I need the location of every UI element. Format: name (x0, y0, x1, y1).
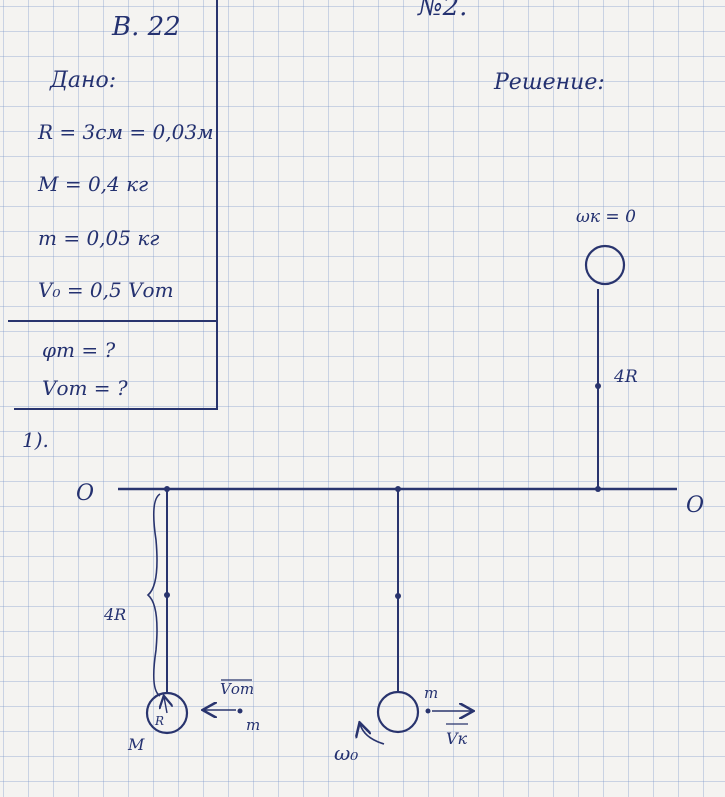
bullet-left (237, 708, 243, 714)
disk-top (584, 244, 626, 286)
length-label-left: 4R (103, 605, 126, 624)
given-divider-horizontal (8, 320, 216, 322)
axis-label-right: O (686, 493, 704, 518)
axis-label-left: O (76, 481, 94, 506)
variant-label: В. 22 (112, 12, 181, 42)
rod-midpoint-left (164, 592, 170, 598)
pivot-right (595, 486, 601, 492)
disk-left (145, 691, 189, 735)
bullet-label-right: m (424, 684, 438, 702)
omega-initial-label: ω₀ (334, 741, 358, 765)
omega-final-label: ωк = 0 (576, 207, 636, 227)
given-item-mass-small: m = 0,05 кг (38, 226, 160, 250)
given-item-mass-big: M = 0,4 кг (38, 172, 149, 196)
bullet-right (425, 708, 431, 714)
velocity-label-left: Vот (220, 680, 254, 698)
pivot-left (164, 486, 170, 492)
pivot-middle (395, 486, 401, 492)
disk-right (376, 690, 420, 734)
rotation-arrow (360, 724, 385, 745)
given-divider-vertical (216, 0, 218, 410)
bullet-label-left: m (246, 716, 260, 734)
given-bottom-line (14, 408, 218, 410)
rod-midpoint-right (395, 593, 401, 599)
solution-step-number: 1). (22, 428, 49, 452)
problem-number: №2. (418, 0, 468, 22)
disk-left-radius-label: R (154, 714, 164, 728)
unknown-phi: φm = ? (42, 338, 116, 362)
solution-title: Решение: (494, 70, 605, 95)
rod-midpoint-top (595, 383, 601, 389)
unknown-velocity: Vот = ? (42, 376, 128, 400)
given-item-velocity: V₀ = 0,5 Vот (38, 278, 174, 302)
mass-label-left: M (127, 735, 145, 754)
length-brace-left (146, 493, 161, 697)
disk-left-radius (164, 697, 167, 714)
velocity-label-right: Vк (446, 729, 468, 748)
given-item-radius: R = 3см = 0,03м (38, 120, 214, 144)
given-title: Дано: (50, 68, 117, 93)
length-label-top: 4R (613, 367, 638, 387)
